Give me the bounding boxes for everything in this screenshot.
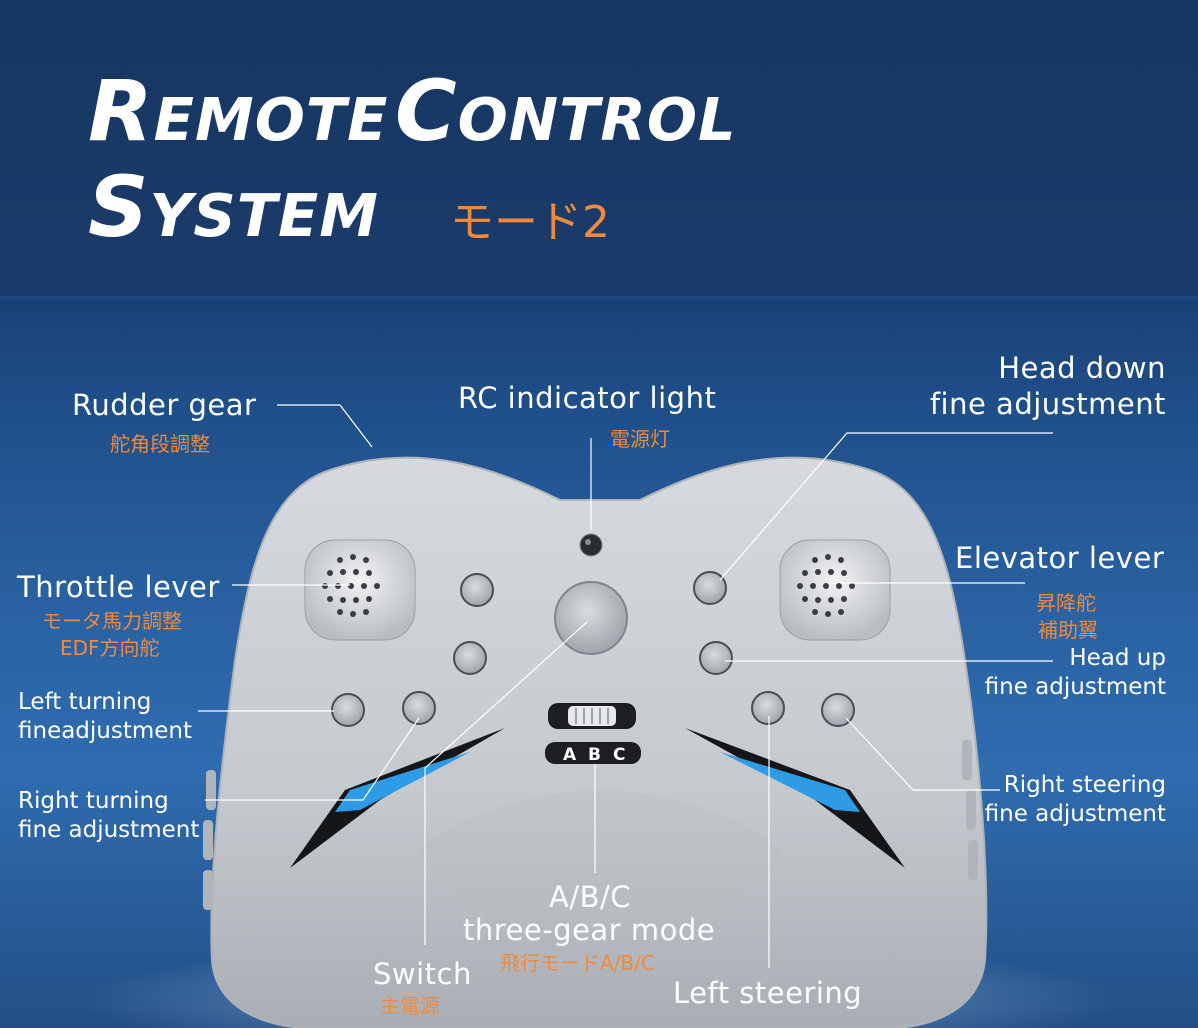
title-word-control: Control (394, 62, 737, 160)
switch-jp-label: 主電源 (380, 994, 440, 1018)
title-line-1: Remote Control (88, 62, 737, 160)
rudder-gear-jp-label: 舵角段調整 (110, 432, 210, 456)
head-up-line-1: Head up (1069, 645, 1166, 671)
right-stripe-blue (720, 752, 860, 812)
abc-mode-jp-label: 飛行モードA/B/C (500, 951, 655, 975)
switch-letter-b: B (588, 745, 601, 765)
left-stick (304, 539, 416, 641)
left-turning-label: Left turning fineadjustment (18, 689, 192, 744)
throttle-jp-line-2: EDF方向舵 (60, 636, 160, 660)
switch-label: Switch (373, 957, 472, 991)
mode-switch-letters (545, 742, 641, 764)
title-word-remote: Remote (88, 62, 389, 160)
elevator-jp-line-1: 昇降舵 (1036, 591, 1096, 615)
rc-indicator-jp-label: 電源灯 (610, 427, 670, 451)
title-banner (0, 0, 1198, 298)
right-turning-line-2: fine adjustment (18, 817, 200, 843)
right-stick-grip (797, 554, 855, 617)
rc-indicator-label: RC indicator light (458, 381, 717, 415)
elevator-label: Elevator lever (955, 541, 1165, 575)
throttle-jp-line-1: モータ馬力調整 (42, 609, 182, 633)
right-steering-line-1: Right steering (1003, 772, 1166, 798)
right-steering-label: Right steering fine adjustment (985, 772, 1166, 827)
side-grips (203, 740, 978, 910)
elevator-jp-line-2: 補助翼 (1038, 618, 1098, 642)
left-stripe-blue (335, 752, 470, 812)
trim-buttons (331, 571, 855, 727)
switch-letter-a: A (563, 745, 577, 765)
banner-divider (0, 296, 1198, 299)
right-turning-line-1: Right turning (18, 788, 169, 814)
throttle-label: Throttle lever (17, 570, 220, 604)
abc-mode-line-2: three-gear mode (463, 913, 716, 947)
power-button (554, 581, 628, 655)
left-turning-line-1: Left turning (18, 689, 152, 715)
head-up-line-2: fine adjustment (984, 674, 1166, 700)
rudder-gear-label: Rudder gear (72, 388, 257, 422)
right-turning-label: Right turning fine adjustment (18, 788, 199, 843)
head-down-line-1: Head down (998, 351, 1166, 385)
right-stick (779, 539, 891, 641)
leader-lines (198, 404, 1053, 968)
title-word-system: System (88, 158, 379, 256)
head-down-line-2: fine adjustment (929, 387, 1166, 421)
title-line-2: System (88, 158, 379, 256)
abc-mode-line-1: A/B/C (549, 880, 632, 914)
right-steering-line-2: fine adjustment (984, 801, 1166, 827)
head-up-label: Head up fine adjustment (985, 645, 1166, 700)
left-turning-line-2: fineadjustment (18, 718, 193, 744)
left-steering-label: Left steering (673, 976, 863, 1010)
head-down-label: Head down fine adjustment (930, 351, 1166, 421)
mode-label: モード2 (450, 197, 610, 248)
switch-letter-c: C (613, 745, 625, 765)
indicator-light (579, 533, 603, 557)
left-stick-grip (322, 554, 380, 617)
